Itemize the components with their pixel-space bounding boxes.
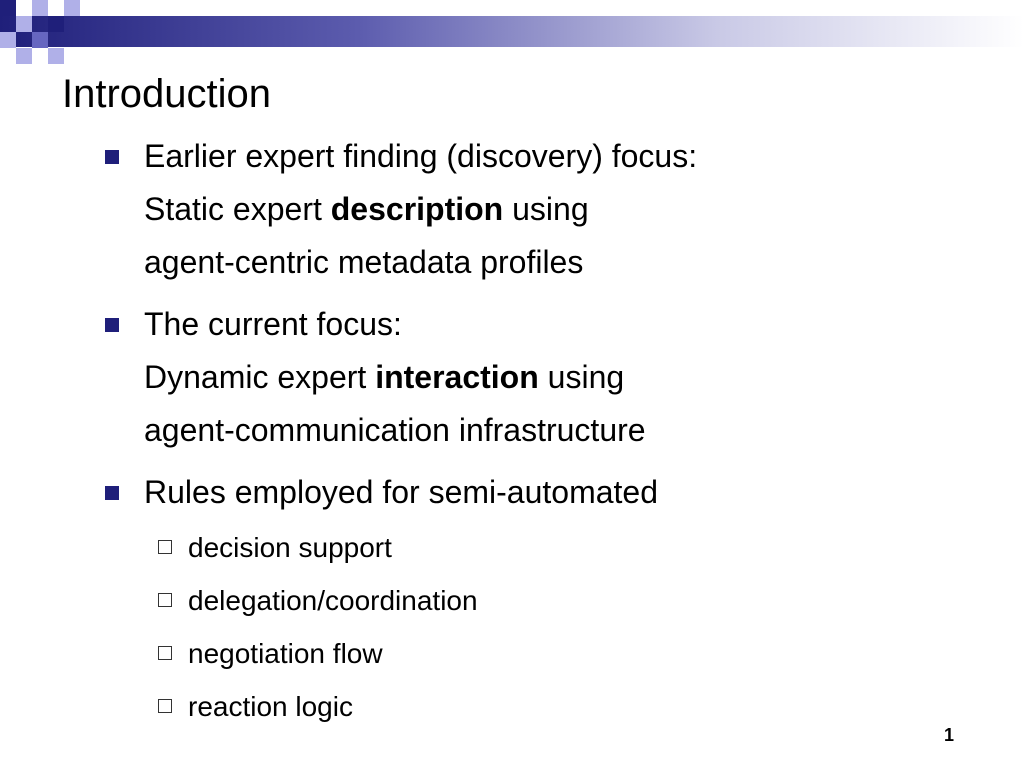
hollow-square-bullet-icon xyxy=(158,540,172,554)
bold-term: interaction xyxy=(375,359,539,395)
header-gradient-bar xyxy=(0,16,1024,47)
corner-squares-decoration xyxy=(0,0,80,64)
bullet-3: Rules employed for semi-automated xyxy=(105,466,659,519)
bullet-2: The current focus: Dynamic expert intera… xyxy=(105,298,646,457)
bullet-1: Earlier expert finding (discovery) focus… xyxy=(105,130,698,289)
header-gradient xyxy=(0,16,1024,47)
bullet-1-line-2: Static expert description using xyxy=(144,191,589,227)
sub-bullet-4: reaction logic xyxy=(158,690,353,724)
square-bullet-icon xyxy=(105,318,119,332)
bullet-2-line-3: agent-communication infrastructure xyxy=(144,412,646,448)
hollow-square-bullet-icon xyxy=(158,699,172,713)
page-number: 1 xyxy=(944,725,955,745)
square-bullet-icon xyxy=(105,150,119,164)
sub-bullet-3: negotiation flow xyxy=(158,637,383,671)
sub-bullet-1: decision support xyxy=(158,531,392,565)
bullet-2-line-1: The current focus: xyxy=(144,306,402,342)
square-bullet-icon xyxy=(105,486,119,500)
slide-title: Introduction xyxy=(62,72,272,116)
hollow-square-bullet-icon xyxy=(158,646,172,660)
bullet-3-line-1: Rules employed for semi-automated xyxy=(144,474,659,510)
bullet-1-line-1: Earlier expert finding (discovery) focus… xyxy=(144,138,698,174)
bold-term: description xyxy=(330,191,504,227)
hollow-square-bullet-icon xyxy=(158,593,172,607)
bullet-2-line-2: Dynamic expert interaction using xyxy=(144,359,625,395)
sub-bullet-2: delegation/coordination xyxy=(158,584,478,618)
bullet-1-line-3: agent-centric metadata profiles xyxy=(144,244,584,280)
